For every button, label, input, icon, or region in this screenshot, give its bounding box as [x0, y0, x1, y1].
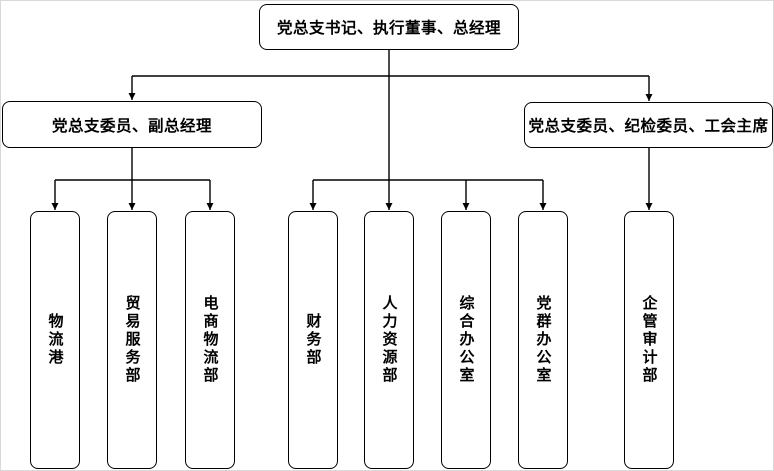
node-label: 物流港 — [46, 313, 64, 367]
node-label: 电商物流部 — [201, 295, 219, 385]
node-root: 党总支书记、执行董事、总经理 — [259, 4, 519, 50]
node-dept-human-resources: 人力资源部 — [364, 211, 414, 469]
node-label: 财务部 — [304, 313, 322, 367]
node-dept-trade-service: 贸易服务部 — [107, 211, 157, 469]
node-label: 综合办公室 — [457, 295, 475, 385]
node-dept-ecommerce-logistics: 电商物流部 — [185, 211, 235, 469]
node-label: 党总支书记、执行董事、总经理 — [276, 20, 501, 37]
node-branch-left: 党总支委员、副总经理 — [2, 101, 262, 148]
node-label: 党总支委员、副总经理 — [51, 117, 212, 135]
node-dept-enterprise-audit: 企管审计部 — [624, 211, 674, 469]
node-label: 贸易服务部 — [123, 295, 141, 385]
node-dept-logistics-port: 物流港 — [30, 211, 80, 469]
node-label: 人力资源部 — [380, 295, 398, 385]
node-label: 企管审计部 — [640, 295, 658, 385]
node-dept-finance: 财务部 — [288, 211, 338, 469]
node-dept-general-office: 综合办公室 — [441, 211, 491, 469]
node-label: 党群办公室 — [534, 295, 552, 385]
node-branch-right: 党总支委员、纪检委员、工会主席 — [524, 102, 773, 148]
node-label: 党总支委员、纪检委员、工会主席 — [528, 118, 769, 135]
node-dept-party-masses-office: 党群办公室 — [518, 211, 568, 469]
